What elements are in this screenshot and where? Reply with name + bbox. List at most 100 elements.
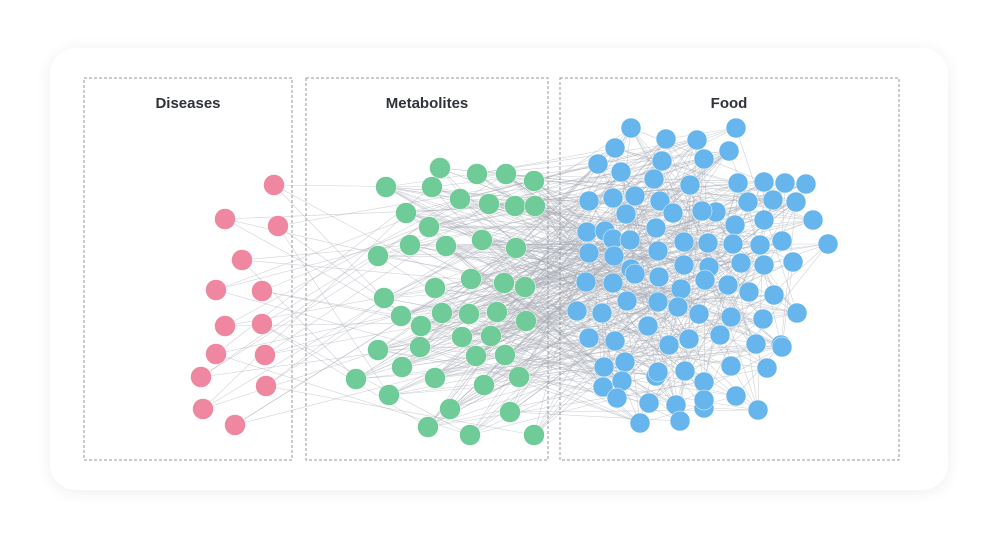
metabolite-node (449, 188, 471, 210)
metabolite-node (410, 315, 432, 337)
food-node (647, 361, 669, 383)
disease-node (251, 313, 273, 335)
disease-node (254, 344, 276, 366)
metabolite-node (378, 384, 400, 406)
food-node (785, 191, 807, 213)
food-node (709, 324, 731, 346)
food-node (679, 174, 701, 196)
food-node-circle (655, 128, 677, 150)
food-node (693, 371, 715, 393)
graph-edge (469, 397, 618, 436)
food-node-circle (795, 173, 817, 195)
metabolite-node (505, 237, 527, 259)
food-node (730, 252, 752, 274)
metabolite-node-circle (480, 325, 502, 347)
disease-node-circle (231, 249, 253, 271)
metabolite-node (504, 195, 526, 217)
metabolite-node-circle (523, 170, 545, 192)
metabolite-node-circle (524, 195, 546, 217)
graph-edge (383, 182, 739, 299)
food-node (578, 327, 600, 349)
disease-node (251, 280, 273, 302)
metabolite-node (478, 193, 500, 215)
metabolite-node-circle (449, 188, 471, 210)
food-node-circle (720, 355, 742, 377)
metabolite-node (424, 277, 446, 299)
food-node-circle (730, 252, 752, 274)
metabolite-node-circle (458, 303, 480, 325)
food-node (753, 254, 775, 276)
graph-edge (780, 201, 797, 346)
disease-node-circle (251, 313, 273, 335)
metabolite-node (375, 176, 397, 198)
food-node-circle (651, 150, 673, 172)
disease-node (267, 215, 289, 237)
metabolite-node-circle (460, 268, 482, 290)
disease-node (190, 366, 212, 388)
panel-metabolites: Metabolites (305, 77, 549, 461)
food-node-circle (693, 148, 715, 170)
food-node-circle (566, 300, 588, 322)
panel-diseases: Diseases (83, 77, 293, 461)
food-node (688, 303, 710, 325)
disease-node (214, 315, 236, 337)
metabolite-node-circle (494, 344, 516, 366)
food-node (771, 230, 793, 252)
metabolite-node (390, 305, 412, 327)
graph-edge (401, 163, 599, 368)
graph-edge (241, 259, 357, 380)
food-node-circle (587, 153, 609, 175)
food-node-circle (727, 172, 749, 194)
food-node (603, 245, 625, 267)
food-node (602, 272, 624, 294)
food-node (637, 315, 659, 337)
metabolite-node (409, 336, 431, 358)
food-node-circle (604, 330, 626, 352)
metabolite-node-circle (515, 310, 537, 332)
graph-edge (215, 286, 526, 355)
metabolite-node (473, 374, 495, 396)
food-node-circle (747, 399, 769, 421)
food-node-circle (725, 117, 747, 139)
graph-edge (703, 158, 709, 244)
food-node-circle (673, 254, 695, 276)
metabolite-node-circle (378, 384, 400, 406)
metabolite-node (391, 356, 413, 378)
food-node (720, 306, 742, 328)
food-node-circle (669, 410, 691, 432)
metabolite-node-circle (395, 202, 417, 224)
food-node (643, 168, 665, 190)
food-node (722, 233, 744, 255)
food-node-circle (693, 389, 715, 411)
food-node-circle (673, 231, 695, 253)
food-node (576, 221, 598, 243)
metabolite-node (395, 202, 417, 224)
food-node (786, 302, 808, 324)
graph-edge (388, 346, 783, 396)
metabolite-node (466, 163, 488, 185)
food-node-circle (643, 168, 665, 190)
food-node (604, 137, 626, 159)
graph-edge (661, 160, 706, 281)
metabolite-node (435, 235, 457, 257)
graph-edge (427, 171, 622, 428)
disease-node-circle (205, 343, 227, 365)
graph-edge (459, 139, 698, 200)
metabolite-node-circle (495, 163, 517, 185)
disease-node-circle (214, 208, 236, 230)
food-node (678, 328, 700, 350)
food-node (624, 185, 646, 207)
diseases-panel-title: Diseases (155, 95, 220, 112)
metabolite-node (451, 326, 473, 348)
food-node (662, 202, 684, 224)
disease-node-circle (192, 398, 214, 420)
graph-edge (634, 195, 657, 377)
metabolite-node (508, 366, 530, 388)
graph-edge (419, 252, 590, 348)
food-node (606, 387, 628, 409)
food-node-circle (602, 187, 624, 209)
graph-edge (265, 297, 385, 387)
food-node-circle (725, 385, 747, 407)
food-node (763, 284, 785, 306)
disease-node-circle (255, 375, 277, 397)
